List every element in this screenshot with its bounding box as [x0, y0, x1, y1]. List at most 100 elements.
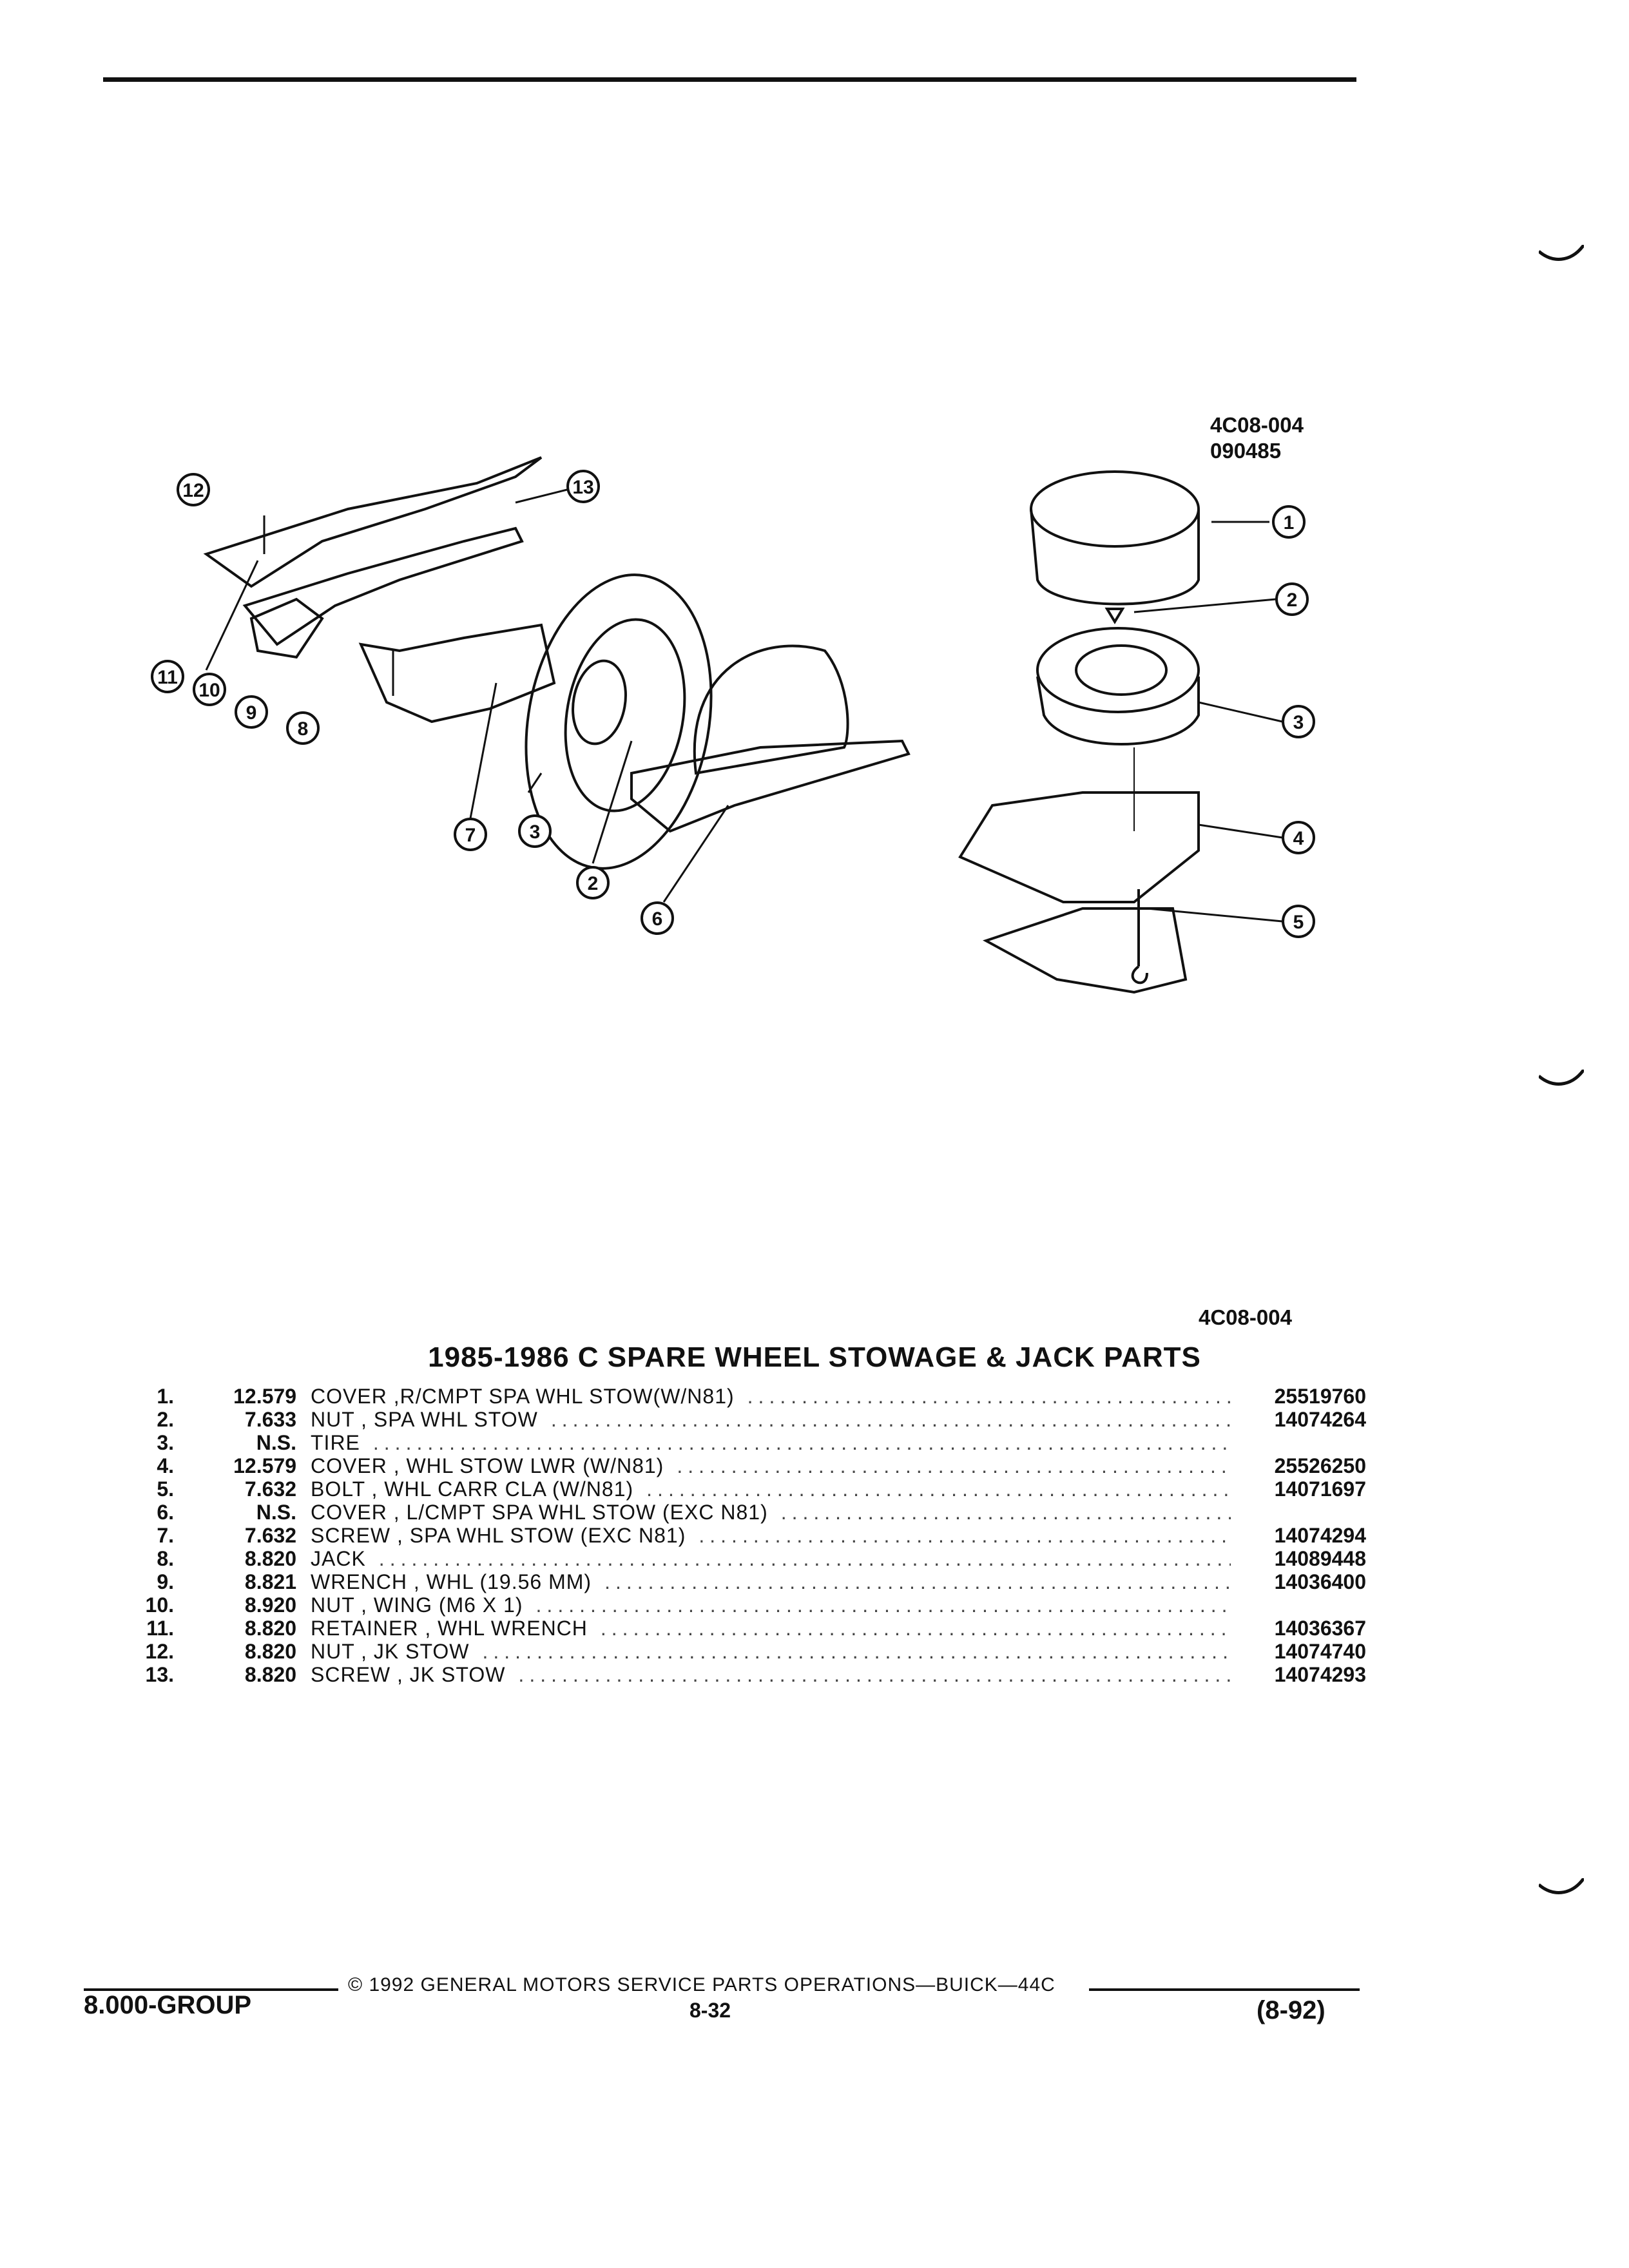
dot-leader: ........................................… [482, 1640, 1231, 1663]
item-number: 11. [146, 1617, 174, 1640]
item-number: 12. [145, 1640, 174, 1663]
dot-leader: ........................................… [550, 1408, 1231, 1431]
callout-1: 1 [1272, 505, 1306, 539]
svg-text:4: 4 [1293, 828, 1304, 849]
part-description: NUT , SPA WHL STOW [311, 1408, 538, 1431]
part-number: 14036367 [1274, 1617, 1366, 1640]
part-description: NUT , JK STOW [311, 1640, 470, 1663]
group-number: N.S. [256, 1501, 296, 1524]
part-number: 25519760 [1274, 1385, 1366, 1408]
part-description: JACK [311, 1548, 366, 1570]
svg-text:6: 6 [652, 908, 663, 930]
item-number: 13. [145, 1664, 174, 1686]
callout-5: 5 [1282, 905, 1315, 938]
part-description: NUT , WING (M6 X 1) [311, 1594, 523, 1617]
svg-text:10: 10 [198, 680, 220, 701]
jack-arm [242, 526, 524, 646]
callout-6: 6 [641, 901, 674, 935]
part-number: 25526250 [1274, 1455, 1366, 1477]
group-label: 8.000-GROUP [84, 1991, 252, 2019]
group-number: 12.579 [233, 1455, 296, 1477]
page-number: 8-32 [689, 1999, 731, 2022]
item-number: 2. [157, 1408, 174, 1431]
dot-leader: ........................................… [646, 1478, 1231, 1501]
cover-side [1030, 508, 1200, 606]
dot-leader: ........................................… [600, 1617, 1231, 1640]
copyright-notice: © 1992 GENERAL MOTORS SERVICE PARTS OPER… [348, 1974, 1055, 1995]
figure-code-bottom: 4C08-004 [1199, 1305, 1292, 1329]
parts-row: 12. 8.820 NUT , JK STOW...................… [110, 1640, 1366, 1664]
group-number: 8.821 [244, 1571, 296, 1593]
svg-text:2: 2 [1287, 590, 1298, 611]
part-description: TIRE [311, 1432, 360, 1454]
figure-code-top: 4C08-004 090485 [1210, 412, 1304, 464]
bolt [1131, 889, 1148, 985]
group-number: 8.820 [244, 1548, 296, 1570]
callout-10: 10 [193, 673, 226, 706]
figure-code: 4C08-004 [1210, 413, 1304, 437]
jack-body [203, 456, 543, 588]
page-title: 1985-1986 C SPARE WHEEL STOWAGE & JACK P… [428, 1341, 1201, 1373]
dot-leader: ........................................… [780, 1501, 1231, 1524]
group-number: 8.820 [244, 1617, 296, 1640]
part-description: RETAINER , WHL WRENCH [311, 1617, 588, 1640]
footer-rule-left [84, 1988, 338, 1991]
revision-date: (8-92) [1257, 1996, 1325, 2024]
group-number: 7.632 [244, 1478, 296, 1501]
side-tire-rim [564, 618, 686, 812]
margin-mark [1539, 1878, 1584, 1894]
part-description: SCREW , JK STOW [311, 1664, 506, 1686]
item-number: 9. [157, 1571, 174, 1593]
item-number: 6. [157, 1501, 174, 1524]
part-number: 14074264 [1274, 1408, 1366, 1431]
part-number: 14074740 [1274, 1640, 1366, 1663]
dot-leader: ........................................… [677, 1455, 1231, 1477]
svg-text:12: 12 [182, 480, 204, 501]
callout-13: 13 [566, 470, 600, 503]
item-number: 3. [157, 1432, 174, 1454]
svg-text:3: 3 [530, 822, 541, 843]
parts-row: 11. 8.820 RETAINER , WHL WRENCH...........… [110, 1617, 1366, 1640]
part-number: 14036400 [1274, 1571, 1366, 1593]
group-number: 12.579 [233, 1385, 296, 1408]
svg-text:1: 1 [1284, 512, 1295, 533]
callout-11: 11 [151, 660, 184, 693]
svg-text:9: 9 [246, 702, 257, 724]
margin-mark [1539, 1070, 1584, 1086]
svg-text:8: 8 [298, 718, 309, 740]
part-number: 14074294 [1274, 1524, 1366, 1547]
dot-leader: ........................................… [372, 1432, 1231, 1454]
part-description: WRENCH , WHL (19.56 MM) [311, 1571, 592, 1593]
group-number: 8.820 [244, 1640, 296, 1663]
part-description: SCREW , SPA WHL STOW (EXC N81) [311, 1524, 686, 1547]
callout-8: 8 [286, 711, 320, 745]
svg-text:3: 3 [1293, 712, 1304, 733]
part-description: COVER , WHL STOW LWR (W/N81) [311, 1455, 664, 1477]
parts-row: 6.N.S.COVER , L/CMPT SPA WHL STOW (EXC N… [110, 1501, 1366, 1524]
callout-7: 7 [454, 818, 487, 851]
item-number: 10. [145, 1594, 174, 1617]
callout-3-side: 3 [518, 814, 552, 848]
exploded-parts-illustration: 1 2 3 4 5 6 7 8 9 10 11 12 13 2 3 [151, 456, 1315, 994]
svg-text:5: 5 [1293, 912, 1304, 933]
callout-4: 4 [1282, 821, 1315, 854]
side-tire-hub [572, 659, 627, 745]
part-number: 14071697 [1274, 1478, 1366, 1501]
cover-top [1030, 470, 1200, 548]
callout-2-side: 2 [576, 866, 610, 899]
part-number: 14074293 [1274, 1664, 1366, 1686]
jack-base [249, 597, 324, 659]
svg-text:11: 11 [157, 667, 178, 688]
dot-leader: ........................................… [378, 1548, 1231, 1570]
dot-leader: ........................................… [747, 1385, 1231, 1408]
callout-2: 2 [1275, 582, 1309, 616]
item-number: 1. [157, 1385, 174, 1408]
callout-9: 9 [235, 695, 268, 729]
